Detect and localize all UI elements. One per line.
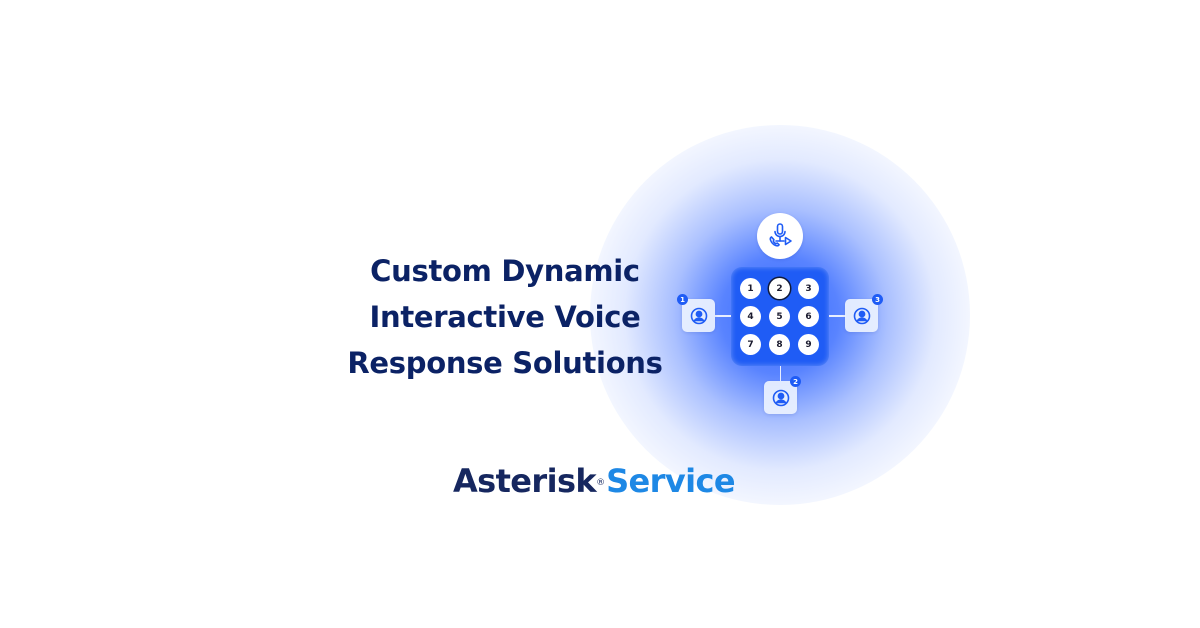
connector-bottom: [779, 366, 781, 381]
node-badge-3: 3: [872, 294, 883, 305]
key-4: 4: [740, 306, 761, 327]
agent-node-right: [845, 299, 878, 332]
voice-prompt-icon-circle: [757, 213, 803, 259]
user-icon: [853, 307, 870, 324]
logo-asterisk-text: Asterisk: [453, 462, 597, 500]
key-6: 6: [798, 306, 819, 327]
key-5: 5: [769, 306, 790, 327]
headline-line-2: Interactive Voice: [369, 300, 641, 334]
asteriskservice-logo: Asterisk®Service: [453, 461, 736, 501]
agent-node-bottom: [764, 381, 797, 414]
connector-left: [715, 315, 731, 317]
microphone-phone-play-icon: [769, 223, 792, 247]
registered-mark: ®: [596, 478, 606, 488]
headline-line-3: Response Solutions: [347, 346, 663, 380]
key-3: 3: [798, 278, 819, 299]
agent-node-left: [682, 299, 715, 332]
key-7: 7: [740, 334, 761, 355]
node-badge-1: 1: [677, 294, 688, 305]
node-badge-2: 2: [790, 376, 801, 387]
headline: Custom Dynamic Interactive Voice Respons…: [330, 248, 680, 386]
key-9: 9: [798, 334, 819, 355]
key-8: 8: [769, 334, 790, 355]
key-2-active: 2: [769, 278, 790, 299]
user-icon: [772, 389, 789, 406]
ivr-keypad: 1 2 3 4 5 6 7 8 9: [731, 267, 829, 366]
user-icon: [690, 307, 707, 324]
key-1: 1: [740, 278, 761, 299]
connector-right: [829, 315, 846, 317]
logo-service-text: Service: [606, 462, 735, 500]
headline-line-1: Custom Dynamic: [370, 254, 640, 288]
